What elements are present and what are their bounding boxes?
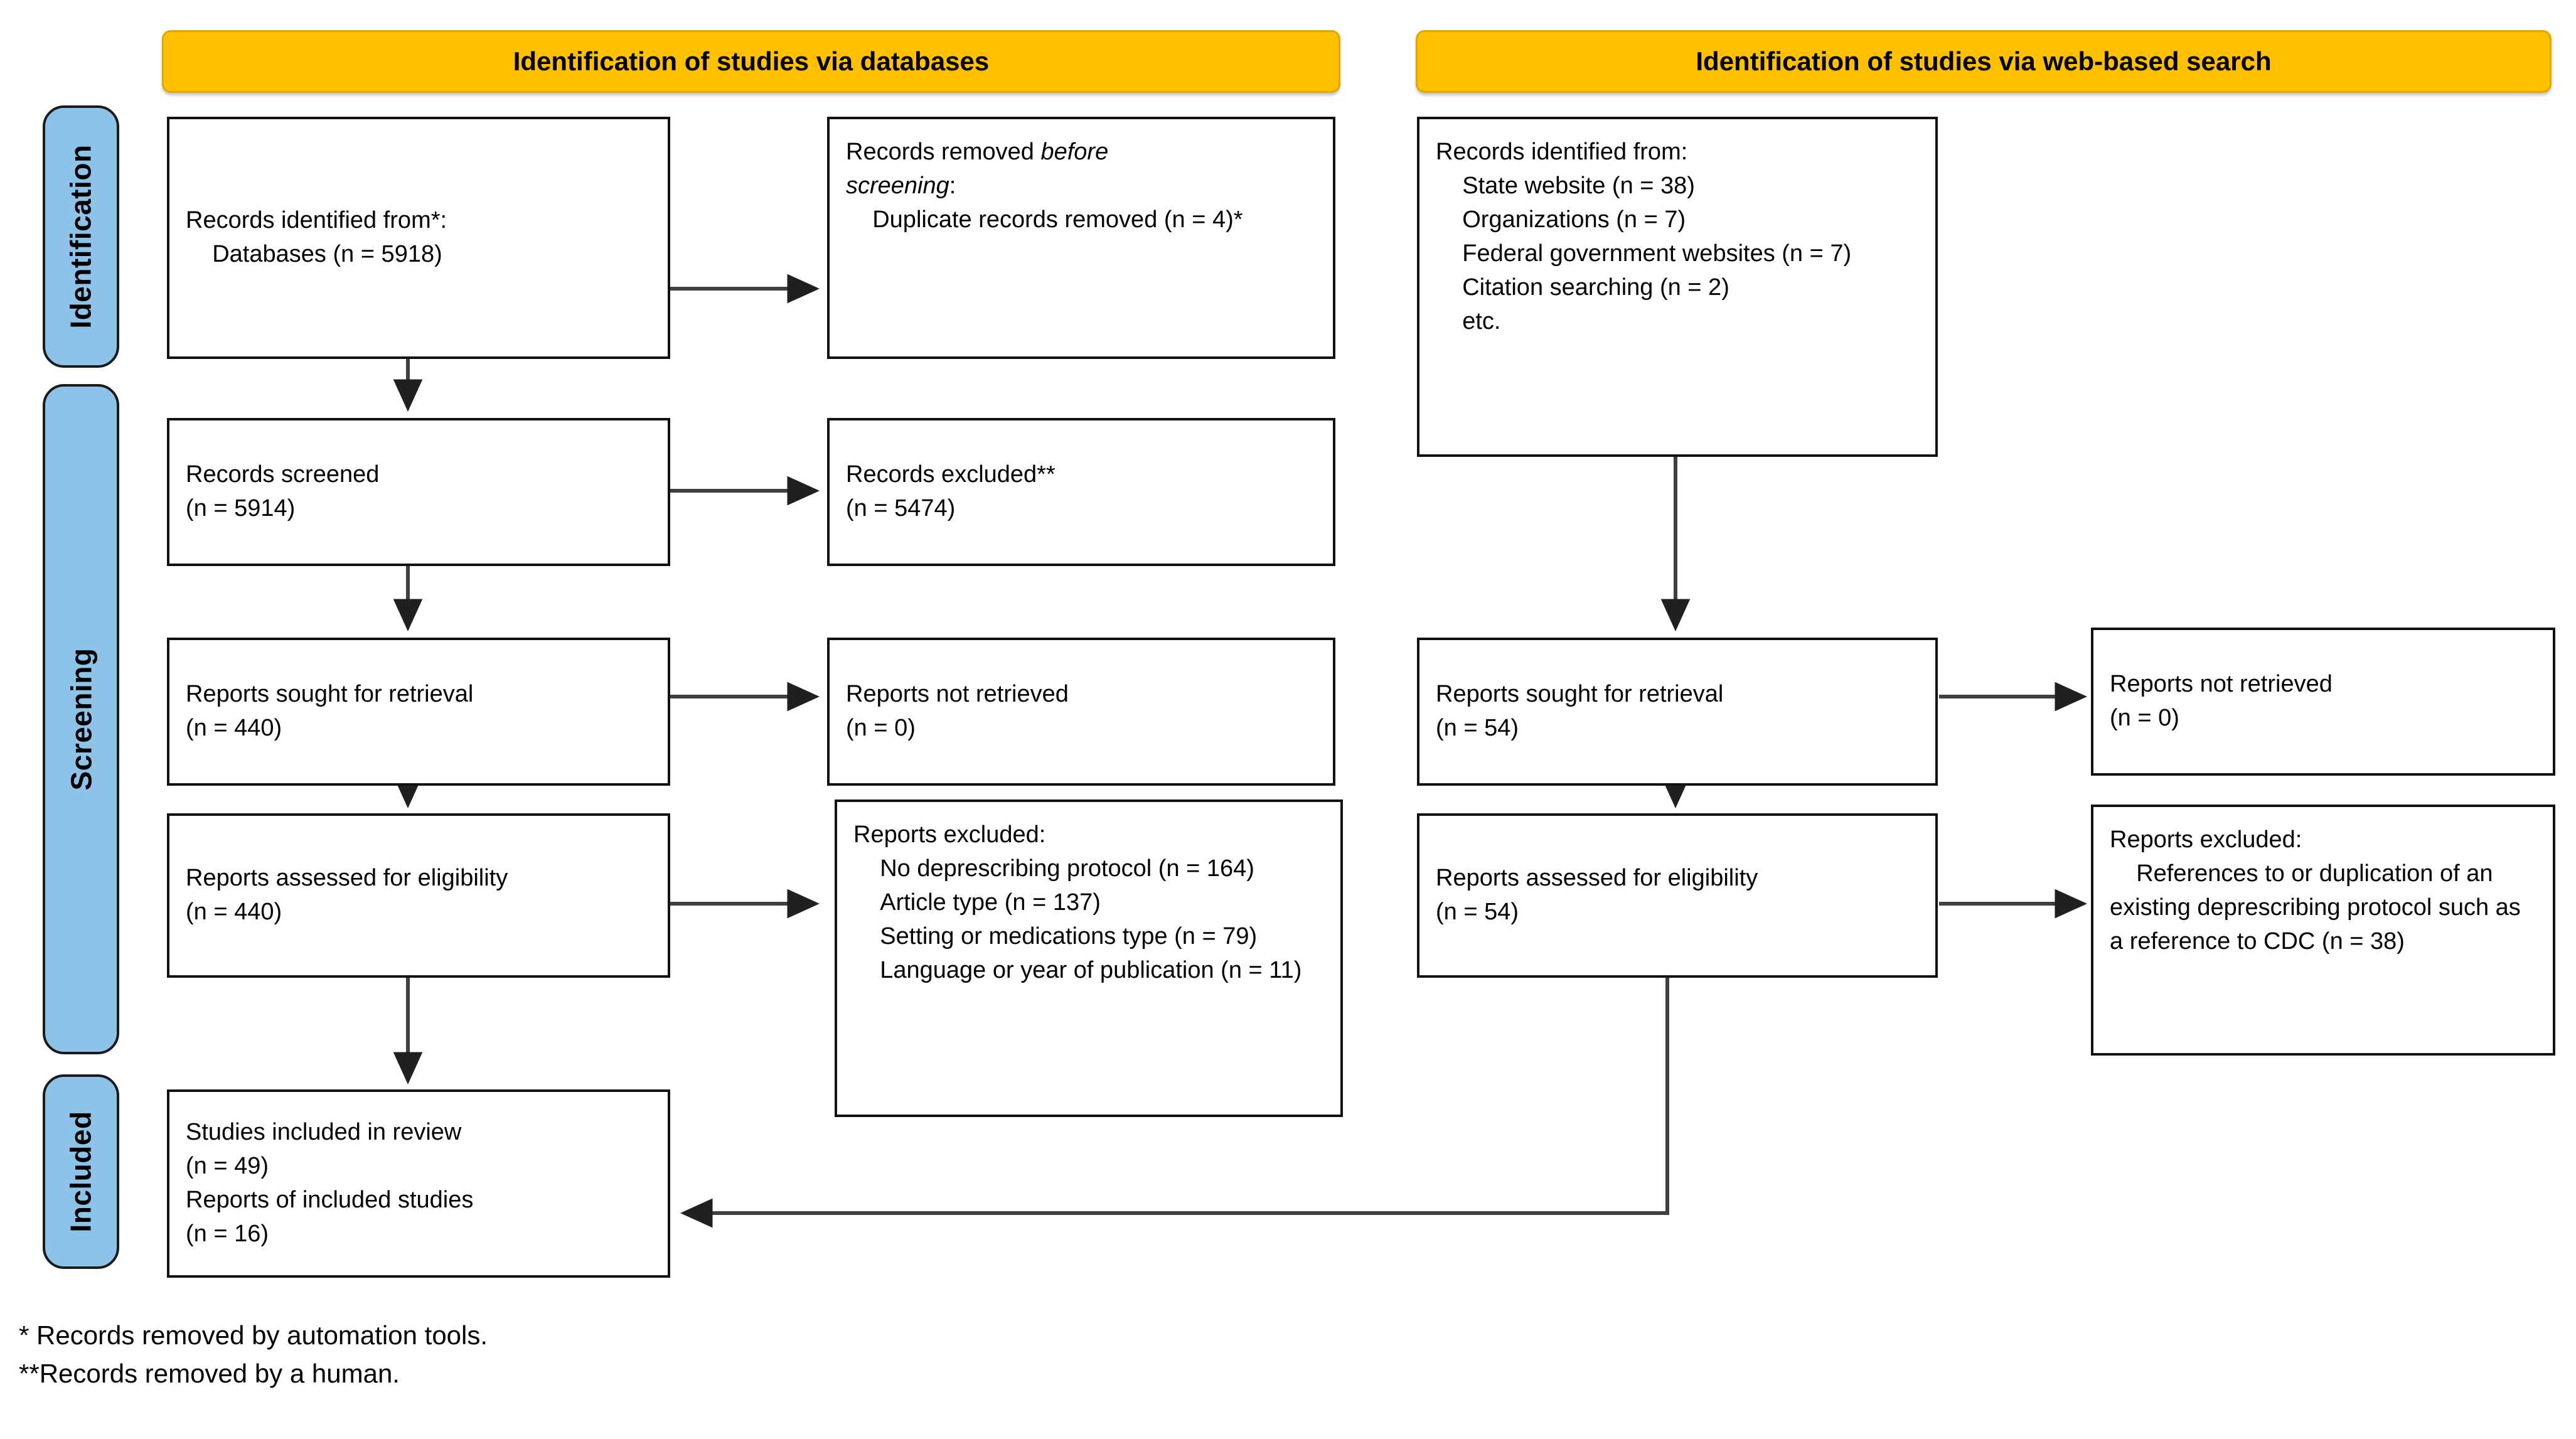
box-web-reports-sought-text: Reports sought for retrieval (n = 54) xyxy=(1436,681,1724,741)
box-db-reports-sought: Reports sought for retrieval (n = 440) xyxy=(167,638,670,786)
phase-label-screening: Screening xyxy=(65,648,98,791)
phase-label-identification: Identification xyxy=(65,144,98,329)
banner-databases-label: Identification of studies via databases xyxy=(513,46,990,76)
box-web-reports-not-retrieved: Reports not retrieved (n = 0) xyxy=(2091,628,2555,776)
box-db-reports-assessed: Reports assessed for eligibility (n = 44… xyxy=(167,813,670,978)
box-studies-included: Studies included in review (n = 49) Repo… xyxy=(167,1089,670,1278)
emphasis-before: before xyxy=(1040,139,1109,165)
banner-web-search-label: Identification of studies via web-based … xyxy=(1696,46,2272,76)
box-web-records-identified: Records identified from: State website (… xyxy=(1417,117,1938,457)
box-db-records-excluded-text: Records excluded** (n = 5474) xyxy=(846,461,1056,522)
box-db-records-excluded: Records excluded** (n = 5474) xyxy=(827,418,1335,566)
box-web-records-identified-text: Records identified from: State website (… xyxy=(1436,139,1852,334)
banner-databases: Identification of studies via databases xyxy=(162,30,1340,93)
phase-bar-included: Included xyxy=(43,1074,119,1269)
phase-bar-screening: Screening xyxy=(43,384,119,1054)
box-db-reports-not-retrieved-text: Reports not retrieved (n = 0) xyxy=(846,681,1069,741)
box-db-reports-assessed-text: Reports assessed for eligibility (n = 44… xyxy=(186,865,508,925)
box-web-reports-excluded-detail: Reports excluded: References to or dupli… xyxy=(2091,805,2555,1056)
box-db-records-screened-text: Records screened (n = 5914) xyxy=(186,461,380,522)
box-db-reports-sought-text: Reports sought for retrieval (n = 440) xyxy=(186,681,474,741)
box-db-records-identified: Records identified from*: Databases (n =… xyxy=(167,117,670,359)
box-db-reports-excluded-detail-text: Reports excluded: No deprescribing proto… xyxy=(853,821,1302,983)
banner-web-search: Identification of studies via web-based … xyxy=(1416,30,2552,93)
box-web-reports-sought: Reports sought for retrieval (n = 54) xyxy=(1417,638,1938,786)
box-web-reports-excluded-detail-text: Reports excluded: References to or dupli… xyxy=(2110,826,2521,955)
box-db-records-screened: Records screened (n = 5914) xyxy=(167,418,670,566)
box-db-records-identified-text: Records identified from*: Databases (n =… xyxy=(186,207,447,267)
box-db-reports-excluded-detail: Reports excluded: No deprescribing proto… xyxy=(835,800,1343,1117)
emphasis-screening: screening xyxy=(846,172,949,199)
box-studies-included-text: Studies included in review (n = 49) Repo… xyxy=(186,1119,474,1247)
box-db-reports-not-retrieved: Reports not retrieved (n = 0) xyxy=(827,638,1335,786)
box-web-reports-assessed: Reports assessed for eligibility (n = 54… xyxy=(1417,813,1938,978)
phase-bar-identification: Identification xyxy=(43,105,119,368)
box-web-reports-assessed-text: Reports assessed for eligibility (n = 54… xyxy=(1436,865,1758,925)
footnotes: * Records removed by automation tools. *… xyxy=(19,1320,488,1388)
phase-label-included: Included xyxy=(65,1111,97,1233)
box-web-reports-not-retrieved-text: Reports not retrieved (n = 0) xyxy=(2110,671,2333,731)
